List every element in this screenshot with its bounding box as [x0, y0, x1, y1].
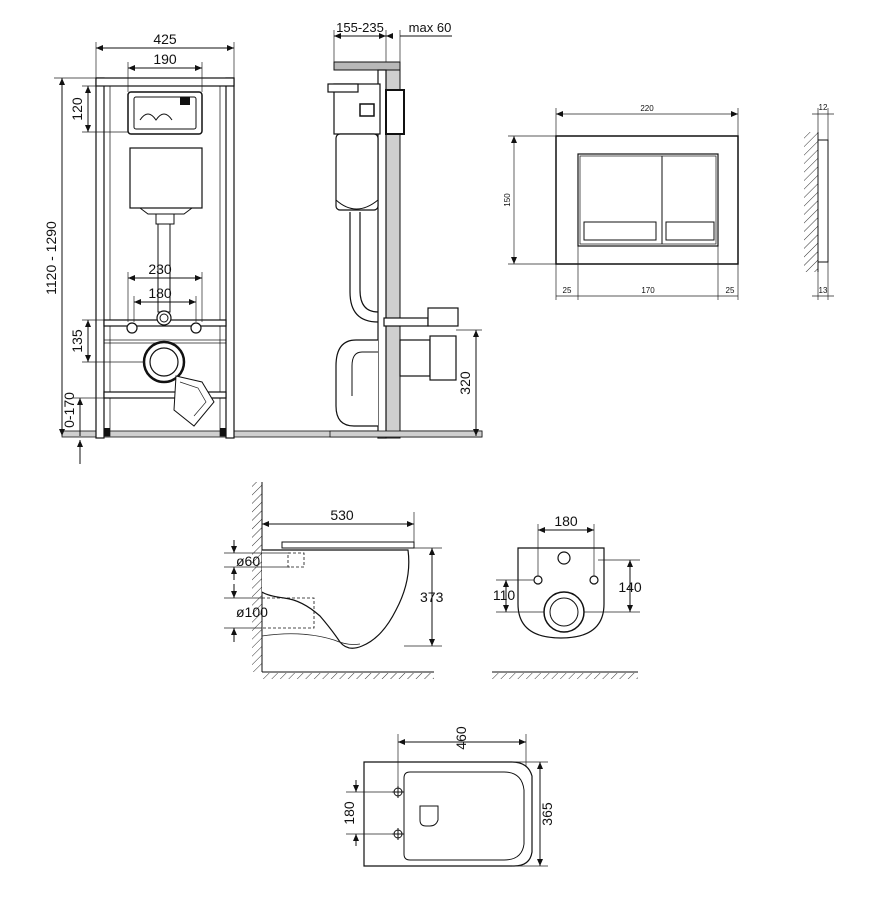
dim-top-width: 460	[453, 726, 469, 750]
bowl-side-view: 530 ø60 ø100 373	[224, 482, 444, 679]
dim-back-bolts: 180	[554, 513, 578, 529]
dim-max-wall: max 60	[409, 20, 452, 35]
dim-top-bolts: 180	[341, 801, 357, 825]
dim-studs-inner: 180	[148, 285, 172, 301]
dim-plate-side-depth: 12	[819, 103, 828, 112]
dim-plate-height: 150	[503, 193, 512, 207]
dim-bowl-height: 373	[420, 589, 444, 605]
flush-plate-front: 220 150 25 170 25	[503, 104, 739, 300]
dim-plate-margin-right: 25	[726, 286, 735, 295]
frame-side-view: 155-235 max 60 320	[327, 20, 483, 439]
dim-plate-margin-left: 25	[563, 286, 572, 295]
dim-frame-depth: 155-235	[336, 20, 384, 35]
dim-plate-center: 170	[641, 286, 655, 295]
dim-bowl-outlet: ø100	[236, 604, 268, 620]
dim-back-outlet-height: 110	[493, 587, 516, 603]
dim-plate-width: 220	[640, 104, 654, 113]
dim-studs-outer: 230	[148, 261, 172, 277]
flush-plate-side: 12 13	[804, 103, 834, 300]
dim-bowl-inlet: ø60	[236, 553, 260, 569]
dim-adjust: 0-170	[61, 392, 77, 428]
bowl-top-view: 460 365 180	[341, 726, 555, 867]
dim-frame-width: 425	[153, 31, 177, 47]
dim-total-height: 1120 - 1290	[43, 221, 59, 295]
bowl-back-view: 180 110 140	[492, 513, 642, 679]
dim-outlet-height: 135	[69, 329, 85, 353]
dim-back-bolt-height: 140	[618, 579, 642, 595]
dim-top-depth: 365	[539, 802, 555, 826]
dim-top-offset: 120	[69, 97, 85, 121]
dim-plate-width: 190	[153, 51, 177, 67]
dim-plate-side-thickness: 13	[819, 286, 828, 295]
dim-bowl-length: 530	[330, 507, 354, 523]
dim-pipe-height: 320	[457, 371, 473, 395]
frame-front-view: 425 190 120 1120 - 1290 230 180 135	[43, 31, 483, 464]
